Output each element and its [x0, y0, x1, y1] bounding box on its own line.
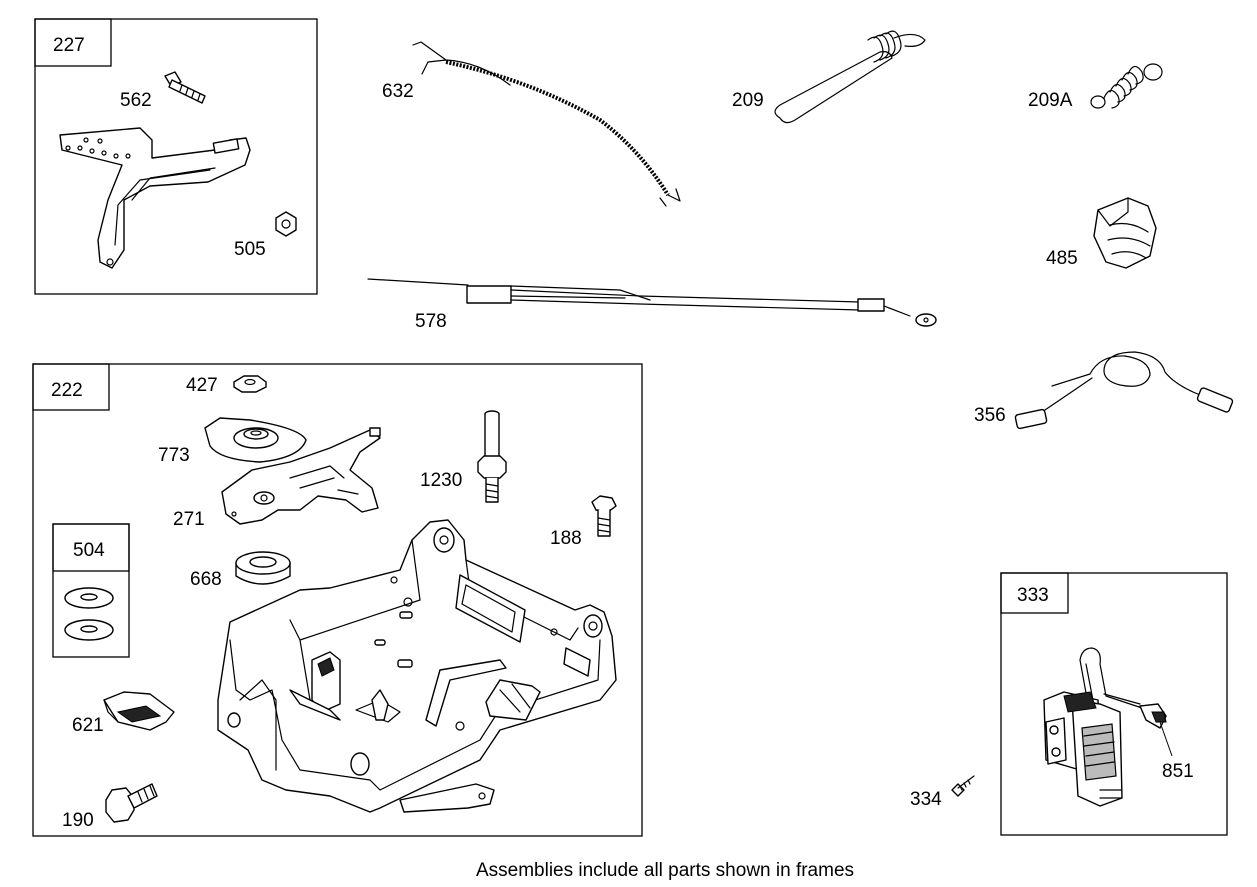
part-label-621: 621: [72, 715, 104, 736]
part-label-773: 773: [158, 445, 190, 466]
frame-504: 504: [52, 523, 130, 658]
leader-line-851: [1159, 721, 1173, 757]
frame-227: 227 562 505: [34, 18, 318, 295]
part-label-190: 190: [62, 810, 94, 831]
part-562-screw: [164, 71, 206, 104]
frame-333: 333 851: [1000, 572, 1228, 836]
part-188-bolt: [591, 495, 617, 537]
part-label-485: 485: [1046, 248, 1078, 269]
part-333-ignition-module: [1043, 647, 1167, 807]
part-190-bolt: [105, 783, 158, 823]
part-271-lever: [221, 427, 381, 525]
part-label-505: 505: [234, 239, 266, 260]
frame-label-504: 504: [73, 540, 105, 561]
part-1230-stud: [477, 410, 507, 503]
part-227-lever: [59, 127, 251, 269]
part-label-851: 851: [1162, 761, 1194, 782]
part-label-668: 668: [190, 569, 222, 590]
part-label-209a: 209A: [1028, 90, 1073, 111]
frame-label-227: 227: [53, 35, 85, 56]
part-505-nut: [275, 211, 297, 237]
part-356-wire: [1014, 351, 1234, 430]
part-334-screw: [951, 775, 975, 797]
frame-label-222: 222: [51, 380, 83, 401]
part-label-562: 562: [120, 90, 152, 111]
part-668-washer: [235, 551, 291, 585]
part-427-nut: [233, 375, 267, 393]
frame-label-333: 333: [1017, 585, 1049, 606]
part-773-plate: [204, 417, 307, 463]
part-485-knob: [1093, 197, 1157, 269]
part-222-base-plate: [217, 519, 617, 813]
part-209-spring: [774, 30, 926, 124]
part-label-188: 188: [550, 528, 582, 549]
part-label-578: 578: [415, 311, 447, 332]
part-label-1230: 1230: [420, 470, 462, 491]
part-209a-spring: [1090, 63, 1163, 109]
part-632-spring-link: [412, 41, 681, 207]
part-label-632: 632: [382, 81, 414, 102]
diagram-caption: Assemblies include all parts shown in fr…: [476, 860, 854, 881]
part-label-427: 427: [186, 375, 218, 396]
part-label-356: 356: [974, 405, 1006, 426]
frame-222: 222 427 773 271: [32, 363, 643, 837]
part-label-209: 209: [732, 90, 764, 111]
part-label-334: 334: [910, 789, 942, 810]
part-621-clip: [103, 691, 175, 731]
part-label-271: 271: [173, 509, 205, 530]
part-578-cable: [367, 278, 937, 327]
